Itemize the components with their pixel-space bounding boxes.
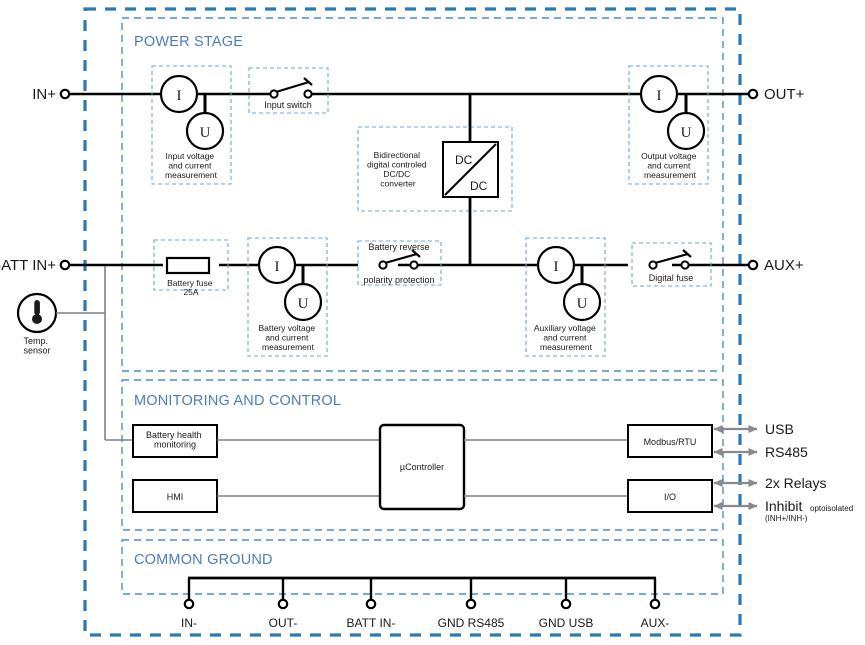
- thermometer-stem: [34, 300, 40, 315]
- dcdc-diagonal: [444, 143, 497, 196]
- digital-fuse-label: Digital fuse: [649, 273, 694, 283]
- battery-measurement-label: Battery voltage and current measurement: [258, 323, 317, 352]
- usb-port-label: USB: [765, 421, 794, 437]
- dcdc-bottom-label: DC: [470, 179, 488, 193]
- output-measurement-label: Output voltage and current measurement: [641, 151, 699, 180]
- reverse-polarity-bottom-label: polarity protection: [363, 275, 434, 285]
- input-switch-blade: [275, 80, 310, 94]
- inhibit-optoisolated-label: optoisolated: [810, 504, 853, 513]
- aux-current-meter: [536, 245, 576, 285]
- reverse-switch-blade-tip: [411, 249, 421, 258]
- device-boundary: [83, 7, 742, 637]
- aux-voltage-meter-label: U: [577, 296, 588, 312]
- digital-fuse-blade: [654, 252, 689, 265]
- ground-terminal-out-dot: [277, 598, 289, 610]
- input-switch-box: [248, 67, 329, 114]
- ground-terminal-rs485-dot: [465, 598, 477, 610]
- terminal-aux-plus-label: AUX+: [764, 257, 804, 274]
- ground-terminal-batt-dot: [365, 598, 377, 610]
- battery-health-box: [132, 424, 218, 458]
- ground-terminal-usb-label: GND USB: [539, 616, 594, 630]
- battery-health-label: Battery health monitoring: [146, 430, 204, 450]
- input-switch-left-pole: [269, 89, 279, 99]
- battery-fuse-box: [153, 239, 229, 291]
- aux-voltage-meter: [562, 282, 602, 322]
- thermometer-bulb: [32, 314, 42, 324]
- mcu-box: [378, 423, 466, 511]
- terminal-aux-plus-dot: [747, 259, 759, 271]
- output-current-meter-label: I: [657, 88, 662, 104]
- ground-terminal-aux-dot: [649, 598, 661, 610]
- io-label: I/O: [664, 492, 676, 502]
- output-voltage-meter: [666, 111, 706, 151]
- converter-box: [357, 126, 513, 212]
- reverse-switch-blade: [384, 252, 418, 265]
- terminal-in-plus-dot: [59, 88, 71, 100]
- input-voltage-meter: [185, 111, 225, 151]
- digital-fuse-right-pole: [680, 260, 690, 270]
- rs485-port-label: RS485: [765, 444, 808, 460]
- ground-terminal-in-label: IN-: [181, 616, 197, 630]
- converter-label: Bidirectional digital controled DC/DC co…: [367, 150, 429, 189]
- terminal-in-plus-label: IN+: [32, 86, 56, 103]
- input-voltage-meter-label: U: [200, 125, 211, 141]
- inhibit-port-label: Inhibit: [765, 498, 802, 514]
- input-switch-label: Input switch: [264, 100, 312, 110]
- output-current-meter: [639, 74, 679, 114]
- relays-port-label: 2x Relays: [765, 475, 826, 491]
- battery-fuse-label: Battery fuse 25A: [167, 278, 215, 297]
- reverse-switch-right-pole: [409, 260, 419, 270]
- battery-voltage-meter: [283, 282, 323, 322]
- digital-fuse-blade-tip: [682, 249, 692, 258]
- terminal-out-plus-label: OUT+: [764, 86, 805, 103]
- monitoring-title: MONITORING AND CONTROL: [134, 393, 341, 409]
- ground-terminal-group: IN- OUT- BATT IN- GND RS485 GND USB AUX-: [181, 578, 669, 630]
- reverse-switch-left-pole: [378, 260, 388, 270]
- input-measurement-label: Input voltage and current measurement: [165, 151, 218, 180]
- inhibit-pins-label: (INH+/INH-): [765, 514, 808, 523]
- mcu-label: µController: [400, 462, 444, 472]
- ground-terminal-in-dot: [183, 598, 195, 610]
- common-ground-title: COMMON GROUND: [134, 552, 273, 568]
- battery-voltage-meter-label: U: [298, 296, 309, 312]
- input-switch-right-pole: [303, 89, 313, 99]
- power-stage-title: POWER STAGE: [134, 34, 243, 50]
- input-current-meter: [159, 74, 199, 114]
- temp-sensor-label: Temp. sensor: [23, 336, 50, 356]
- ground-terminal-batt-label: BATT IN-: [347, 616, 396, 630]
- terminal-batt-in-plus-dot: [59, 259, 71, 271]
- digital-fuse-box: [631, 242, 712, 287]
- modbus-box: [627, 424, 713, 458]
- digital-fuse-left-pole: [648, 260, 658, 270]
- battery-current-meter-label: I: [275, 259, 280, 275]
- reverse-polarity-box: [357, 240, 442, 286]
- modbus-label: Modbus/RTU: [644, 437, 697, 447]
- hmi-box: [132, 479, 218, 513]
- ground-terminal-usb-dot: [560, 598, 572, 610]
- io-box: [627, 479, 713, 513]
- battery-current-meter: [257, 245, 297, 285]
- terminal-out-plus-dot: [747, 88, 759, 100]
- power-stage-section: [121, 17, 724, 372]
- battery-fuse-symbol: [165, 256, 211, 275]
- dcdc-top-label: DC: [455, 153, 473, 167]
- ground-terminal-rs485-label: GND RS485: [438, 616, 505, 630]
- common-ground-section: [121, 539, 724, 595]
- ground-terminal-out-label: OUT-: [269, 616, 298, 630]
- terminal-batt-in-plus-label: BATT IN+: [0, 257, 56, 274]
- reverse-polarity-top-label: Battery reverse: [368, 242, 429, 252]
- ground-terminal-aux-label: AUX-: [641, 616, 670, 630]
- input-current-meter-label: I: [177, 88, 182, 104]
- aux-current-meter-label: I: [554, 259, 559, 275]
- hmi-label: HMI: [167, 492, 184, 502]
- input-switch-blade-tip: [303, 77, 313, 86]
- aux-measurement-label: Auxiliary voltage and current measuremen…: [534, 323, 598, 352]
- output-voltage-meter-label: U: [681, 125, 692, 141]
